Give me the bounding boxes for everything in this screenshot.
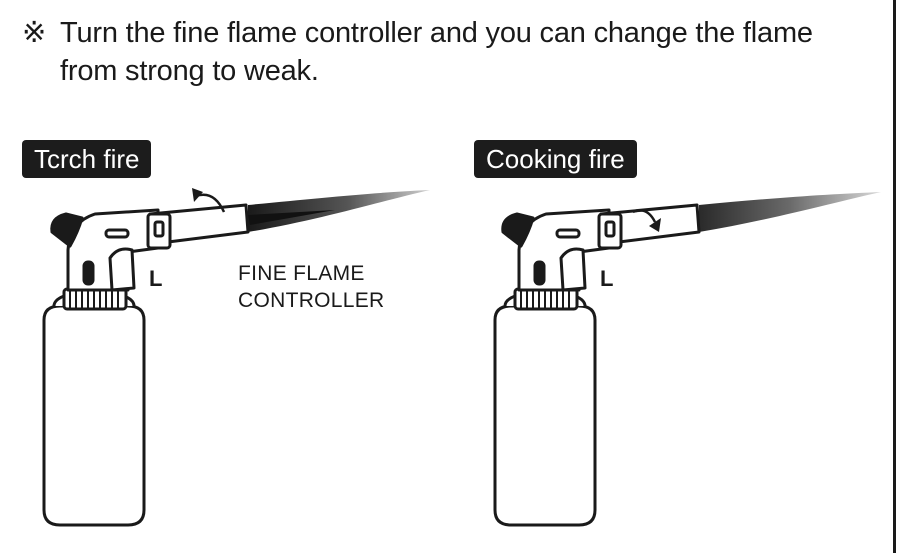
- flame-jet: [248, 190, 430, 232]
- note-line-1: ※ Turn the fine flame controller and you …: [22, 14, 882, 52]
- note-text-2: from strong to weak.: [60, 55, 319, 87]
- rotation-arrow-icon: [632, 209, 657, 223]
- torch-left: [42, 188, 430, 527]
- reference-mark-icon: ※: [22, 17, 47, 49]
- instruction-note: ※ Turn the fine flame controller and you …: [22, 14, 882, 90]
- cooking-level-label: L: [600, 266, 614, 291]
- note-text-1: Turn the fine flame controller and you c…: [60, 17, 813, 49]
- fine-flame-controller-callout: FINE FLAME CONTROLLER: [238, 260, 385, 314]
- note-line-2: from strong to weak.: [22, 52, 882, 90]
- torch-right: [493, 192, 881, 527]
- torch-fire-label: Tcrch fire: [22, 140, 152, 178]
- callout-line-1: FINE FLAME: [238, 262, 365, 285]
- callout-line-2: CONTROLLER: [238, 289, 385, 312]
- torch-level-label: L: [149, 266, 163, 291]
- flame-jet: [699, 192, 881, 232]
- frame-border: [893, 0, 896, 553]
- cooking-fire-label: Cooking fire: [474, 140, 637, 178]
